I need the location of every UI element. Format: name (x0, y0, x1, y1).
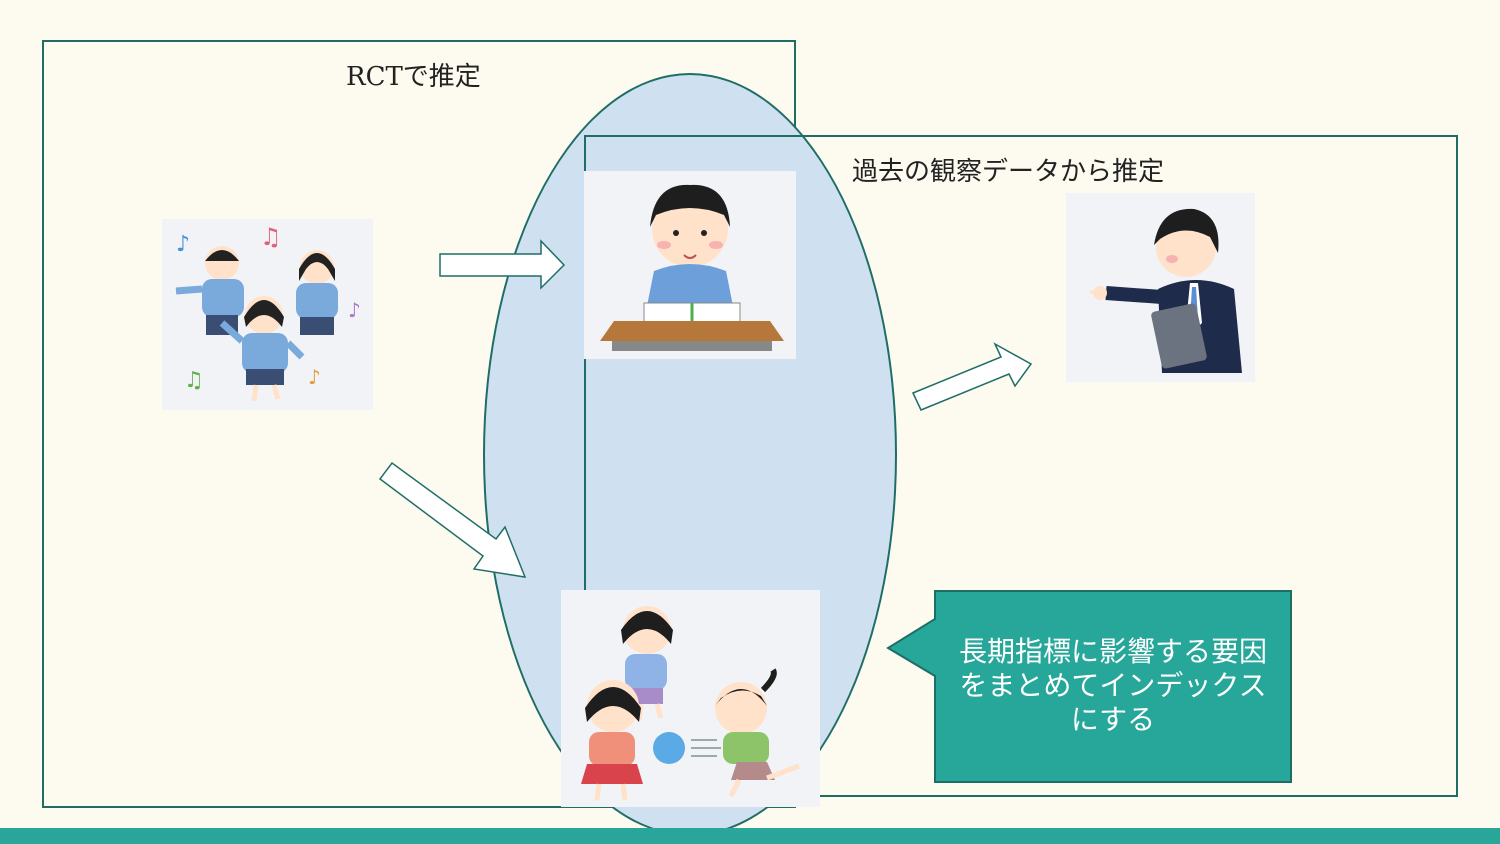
playing-children-image (561, 590, 820, 807)
music-note-icon: ♫ (260, 223, 282, 251)
child-figure (219, 296, 305, 402)
child-figure (715, 668, 800, 798)
ball-icon (653, 732, 685, 764)
music-note-icon: ♪ (348, 298, 361, 322)
music-note-icon: ♪ (176, 232, 190, 257)
observational-label: 過去の観察データから推定 (852, 157, 1165, 187)
child-figure (296, 250, 338, 335)
music-note-icon: ♪ (308, 365, 321, 389)
child-figure (621, 606, 673, 721)
music-note-icon: ♫ (184, 368, 204, 393)
bottom-accent-bar (0, 828, 1500, 844)
studying-boy-image (584, 171, 796, 359)
pointing-businessman-image (1066, 193, 1255, 382)
dancing-children-image: ♪ ♫ ♪ ♫ ♪ (162, 219, 373, 410)
observational-frame (584, 135, 1458, 797)
child-figure (581, 680, 643, 801)
callout-text: 長期指標に影響する要因をまとめてインデックスにする (958, 634, 1267, 737)
child-figure (175, 246, 244, 335)
rct-label: RCTで推定 (346, 62, 481, 92)
